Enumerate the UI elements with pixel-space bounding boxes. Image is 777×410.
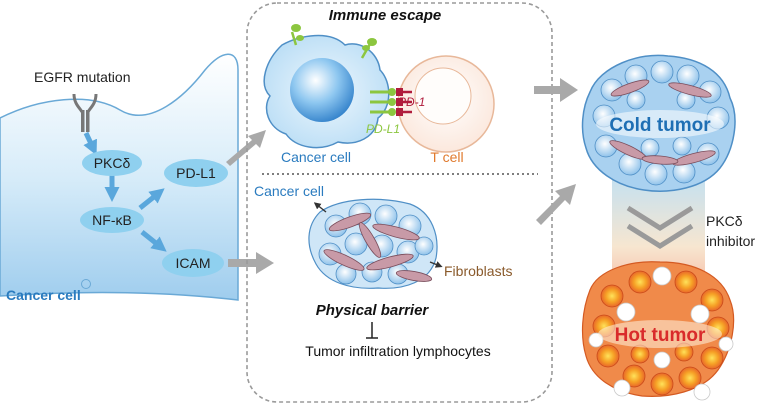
node-pkc: PKCδ [82, 150, 142, 176]
svg-text:PD-L1: PD-L1 [176, 165, 216, 181]
t-cell-label: T cell [430, 149, 463, 165]
node-nfkb: NF-κB [80, 207, 144, 233]
inhibitor-label-line2: inhibitor [706, 233, 755, 249]
svg-text:NF-κB: NF-κB [92, 212, 132, 228]
inhibition-symbol [366, 322, 378, 339]
center-panel-frame [246, 2, 553, 403]
arrow-barrier-to-cold-tumor [536, 184, 576, 225]
t-cell-icon [397, 55, 495, 153]
cancer-cell-region [0, 53, 239, 301]
pdl1-label: PD-L1 [366, 122, 400, 136]
transition-chevrons-icon [626, 205, 694, 249]
cancer-cell-label: Cancer cell [281, 149, 351, 165]
inhibitor-label-line1: PKCδ [706, 213, 743, 229]
cluster-cancer-cell-label: Cancer cell [254, 183, 324, 199]
svg-text:PKCδ: PKCδ [94, 155, 131, 171]
physical-barrier-cluster-icon [308, 198, 443, 289]
vesicle-icon [81, 279, 91, 289]
cancer-cell-icon [263, 24, 390, 149]
egfr-mutation-label: EGFR mutation [34, 69, 130, 85]
pd1-pdl1-interaction [370, 88, 412, 116]
node-pdl1: PD-L1 [164, 159, 228, 187]
physical-barrier-title: Physical barrier [316, 302, 430, 319]
fibroblasts-label: Fibroblasts [444, 263, 512, 279]
cancer-cell-region-label: Cancer cell [6, 287, 81, 303]
hot-tumor-label: Hot tumor [615, 325, 706, 346]
node-icam: ICAM [162, 249, 224, 277]
tumor-infiltration-label: Tumor infiltration lymphocytes [305, 343, 490, 359]
arrow-escape-to-cold-tumor [534, 78, 578, 102]
svg-text:ICAM: ICAM [176, 255, 211, 271]
cold-tumor-icon [581, 54, 736, 192]
cold-tumor-label: Cold tumor [609, 115, 711, 136]
pathway-arrows [83, 131, 167, 252]
arrow-icam-to-barrier [228, 252, 274, 274]
egfr-receptor-icon [72, 93, 98, 132]
pd1-label: PD-1 [398, 95, 425, 109]
immune-escape-title: Immune escape [329, 7, 442, 24]
hot-tumor-icon [581, 261, 735, 401]
arrow-pdl1-to-immune-escape [226, 130, 266, 166]
